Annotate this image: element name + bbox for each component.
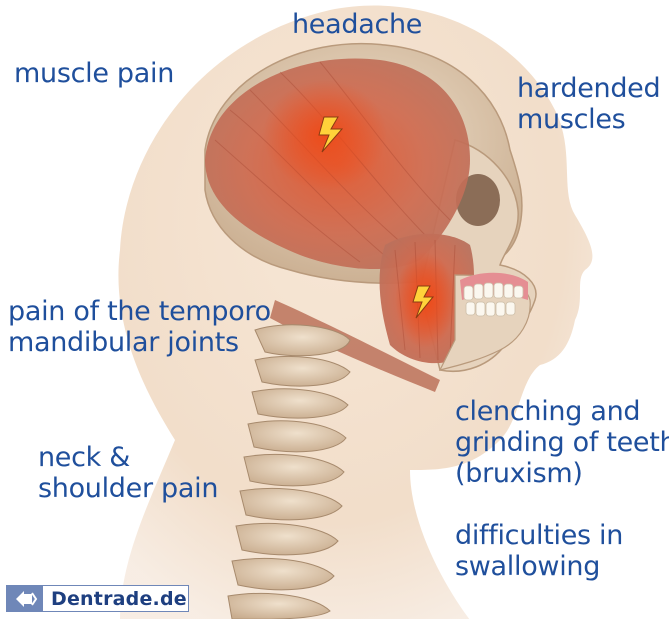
label-headache: headache: [292, 9, 422, 40]
label-hardened-muscles: hardended muscles: [517, 73, 660, 135]
label-swallowing: difficulties in swallowing: [455, 520, 623, 582]
label-tmj-pain: pain of the temporo mandibular joints: [8, 296, 271, 358]
label-muscle-pain: muscle pain: [14, 58, 174, 89]
label-neck-shoulder-pain: neck & shoulder pain: [38, 442, 218, 504]
dentrade-logo[interactable]: Dentrade.de: [6, 585, 189, 612]
label-bruxism: clenching and grinding of teeth (bruxism…: [455, 396, 669, 489]
logo-mark-icon: [7, 586, 43, 611]
logo-text: Dentrade.de: [43, 588, 187, 610]
